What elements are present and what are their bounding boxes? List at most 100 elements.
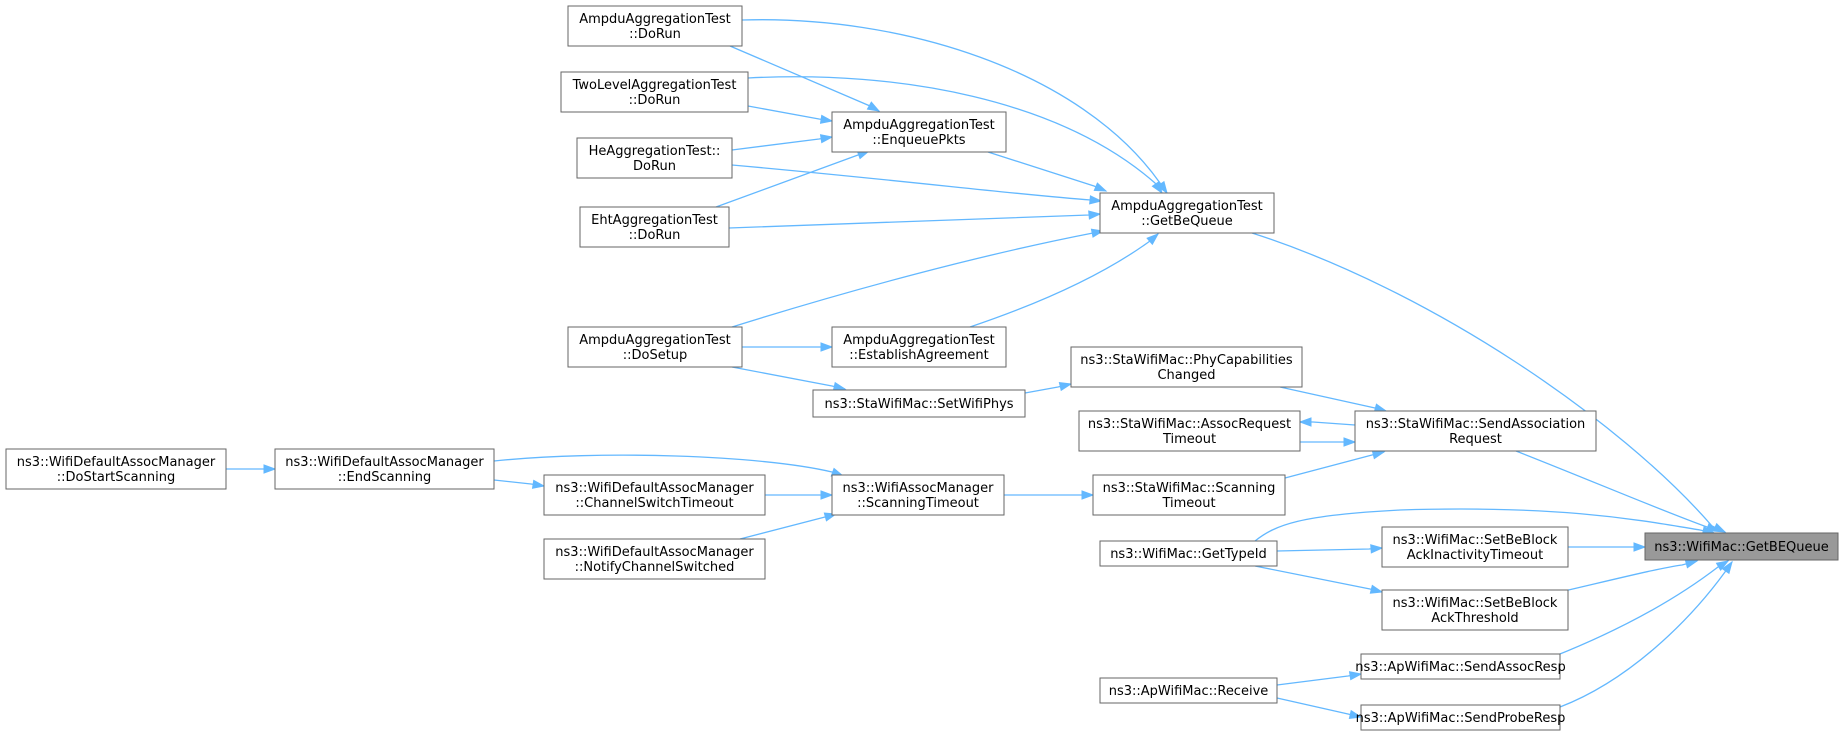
node-label: ns3::WifiDefaultAssocManager [555,481,754,496]
node-def_start[interactable]: ns3::WifiDefaultAssocManager::DoStartSca… [5,448,227,490]
node-setwifiphys[interactable]: ns3::StaWifiMac::SetWifiPhys [812,389,1026,418]
node-box [567,326,743,368]
node-gettypeid[interactable]: ns3::WifiMac::GetTypeId [1099,540,1278,567]
node-label: ::ChannelSwitchTimeout [575,496,733,511]
node-def_chsw[interactable]: ns3::WifiDefaultAssocManager::ChannelSwi… [543,474,766,516]
edge-gettypeid-to-setbeinact [1276,544,1384,554]
node-label: ns3::WifiMac::SetBeBlock [1393,533,1558,548]
node-agg_dosetup[interactable]: AmpduAggregationTest::DoSetup [567,326,743,368]
edge-line [1559,560,1698,593]
node-label: ns3::StaWifiMac::PhyCapabilities [1080,353,1293,368]
arrowhead-icon [832,381,847,392]
node-label: ns3::StaWifiMac::SetWifiPhys [824,397,1013,412]
edge-establish-to-getbequeue [969,233,1160,328]
node-box [560,71,749,113]
node-twolevel[interactable]: TwoLevelAggregationTest::DoRun [560,71,749,113]
edge-ehtagg-to-enqueue [715,150,871,208]
edge-line [1276,547,1383,552]
edge-def_start-to-def_end [226,464,277,474]
edge-setwifiphys-to-phycap [1024,381,1073,394]
edge-sendassocresp-to-root [1554,560,1730,657]
edge-line [493,454,844,477]
node-setbeinact[interactable]: ns3::WifiMac::SetBeBlockAckInactivityTim… [1381,526,1569,568]
node-box [1360,653,1561,680]
edge-setbethresh-to-root [1559,559,1699,593]
node-label: AmpduAggregationTest [843,118,994,133]
node-heagg[interactable]: HeAggregationTest::DoRun [576,137,733,179]
node-label: ns3::ApWifiMac::SendAssocResp [1355,660,1565,675]
edge-line [1554,560,1729,657]
node-label: ::DoRun [629,228,681,243]
node-box [576,137,733,179]
node-label: ::NotifyChannelSwitched [575,560,735,575]
arrowhead-icon [1371,450,1386,460]
node-label: EhtAggregationTest [591,213,718,228]
edge-line [1254,565,1383,593]
edge-def_chsw-to-mgr_scanto [765,490,834,500]
arrowhead-icon [1151,180,1163,195]
node-def_notify[interactable]: ns3::WifiDefaultAssocManager::NotifyChan… [543,538,766,580]
node-label: ::DoSetup [623,348,688,363]
node-mgr_scanto[interactable]: ns3::WifiAssocManager::ScanningTimeout [831,474,1005,516]
node-label: ::ScanningTimeout [857,496,979,511]
edge-line [731,136,833,151]
node-scanto[interactable]: ns3::StaWifiMac::ScanningTimeout [1092,474,1286,516]
edge-line [715,150,870,208]
root-node[interactable]: ns3::WifiMac::GetBEQueue [1644,532,1839,561]
node-enqueue[interactable]: AmpduAggregationTest::EnqueuePkts [831,111,1007,153]
node-box [1381,589,1569,631]
node-box [5,448,227,490]
edge-setbeinact-to-root [1568,542,1647,552]
node-label: ::EstablishAgreement [849,348,989,363]
node-receive[interactable]: ns3::ApWifiMac::Receive [1099,677,1278,704]
node-label: ns3::WifiMac::GetTypeId [1110,547,1267,562]
node-box [1070,346,1303,388]
node-box [1099,677,1278,704]
arrowhead-icon [1146,233,1160,246]
node-sendprobe[interactable]: ns3::ApWifiMac::SendProbeResp [1356,704,1566,731]
edge-gettypeid-to-setbethresh [1254,565,1384,594]
node-label: ::EnqueuePkts [872,133,965,148]
node-box [567,5,743,47]
node-box [831,474,1005,516]
edge-twolevel-to-enqueue [747,105,834,124]
node-label: HeAggregationTest:: [589,144,721,159]
node-box [831,326,1007,368]
edge-line [987,151,1107,192]
node-establish[interactable]: AmpduAggregationTest::EstablishAgreement [831,326,1007,368]
edge-phycap-to-sendassocreq [1279,386,1388,413]
node-ehtagg[interactable]: EhtAggregationTest::DoRun [579,206,730,248]
edge-line [969,233,1159,328]
arrowhead-icon [1156,180,1168,195]
node-sendassocresp[interactable]: ns3::ApWifiMac::SendAssocResp [1355,653,1566,680]
arrowhead-icon [1298,417,1312,427]
edge-line [1251,232,1726,533]
node-label: ::DoStartScanning [57,470,175,485]
edge-twolevel-to-getbequeue [747,76,1163,195]
edge-line [747,105,833,122]
edge-line [728,213,1101,229]
edge-def_end-to-mgr_scanto [493,454,845,477]
node-agg_dorun[interactable]: AmpduAggregationTest::DoRun [567,5,743,47]
node-label: ns3::ApWifiMac::Receive [1109,684,1269,699]
node-label: ::EndScanning [338,470,431,485]
node-label: ns3::WifiDefaultAssocManager [285,455,484,470]
node-label: ns3::StaWifiMac::SendAssociation [1366,417,1586,432]
node-box [1354,410,1597,452]
node-getbequeue[interactable]: AmpduAggregationTest::GetBeQueue [1099,192,1275,234]
edge-line [741,19,1168,194]
arrowhead-icon [1081,490,1095,500]
node-label: Request [1449,432,1502,447]
node-label: ::GetBeQueue [1141,214,1233,229]
node-box [1092,474,1286,516]
node-label: DoRun [633,159,676,174]
edge-sendassocreq-to-assocreqto [1298,417,1356,427]
node-label: ns3::StaWifiMac::AssocRequest [1088,417,1291,432]
node-def_end[interactable]: ns3::WifiDefaultAssocManager::EndScannin… [274,448,495,490]
arrowhead-icon [820,490,834,500]
